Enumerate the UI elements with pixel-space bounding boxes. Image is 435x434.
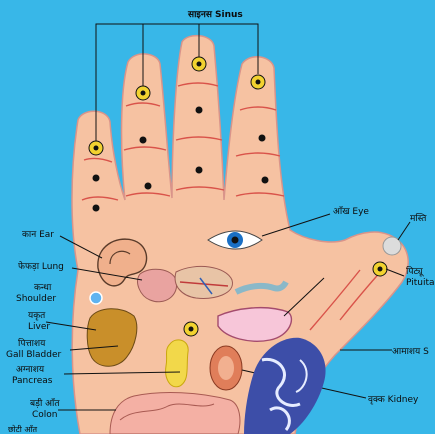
liver-icon (86, 308, 138, 367)
sun-icon (191, 56, 207, 72)
colon-label-hi: बड़ी आँत (30, 397, 60, 409)
ear-label: कान Ear (22, 230, 54, 240)
shoulder-icon (89, 291, 103, 305)
pituitary-label-en: Pituitar (406, 278, 435, 288)
lung-label: फेफड़ा Lung (18, 260, 64, 272)
sun-icon (250, 74, 266, 90)
gall-label-hi: पित्ताशय (18, 337, 46, 349)
gall-label-en: Gall Bladder (6, 350, 62, 360)
ear-leader (59, 235, 103, 259)
stomach-leader-1 (283, 277, 325, 317)
shoulder-label-hi: कन्धा (34, 283, 52, 293)
pancreas-leader (63, 371, 181, 375)
reflex-dots (92, 106, 269, 212)
stomach-icon (217, 307, 293, 342)
lung-leader (71, 267, 143, 281)
sun-icon (372, 261, 388, 277)
pancreas-icon (165, 339, 189, 388)
kidney-label: वृक्क Kidney (368, 395, 419, 405)
liver-label-en: Liver (28, 322, 50, 332)
brain-icon (382, 236, 402, 256)
lung-icon (137, 266, 233, 303)
sun-icon (183, 321, 199, 337)
sun-icon (88, 140, 104, 156)
small-intestine-label: छोटी आँत (8, 424, 38, 434)
liver-label-hi: यकृत (28, 311, 46, 321)
colon-label-en: Colon (32, 410, 58, 420)
sinus-label: साइनस Sinus (187, 10, 243, 20)
eye-icon (207, 230, 263, 250)
kidney-icon (209, 345, 243, 391)
sinus-leader-lines (95, 23, 259, 142)
brain-label: मस्ति (410, 212, 427, 224)
intestine-icon (234, 280, 289, 295)
marble-region (244, 337, 326, 434)
finger-creases (81, 82, 385, 331)
sun-icon (135, 85, 151, 101)
pancreas-label-hi: अग्नाशय (16, 365, 45, 375)
gall-leader (69, 345, 119, 351)
liver-leader (45, 321, 97, 331)
eye-leader (261, 213, 331, 237)
stomach-label: आमाशय S (392, 347, 429, 357)
colon-icon (109, 392, 241, 434)
pituitary-leader (385, 268, 405, 277)
shoulder-label-en: Shoulder (16, 294, 56, 304)
pancreas-label-en: Pancreas (12, 376, 53, 386)
pituitary-label-hi: पिट्यू (406, 265, 425, 277)
brain-leader (397, 221, 411, 241)
eye-label: आँख Eye (333, 205, 369, 217)
sinus-points (88, 56, 266, 156)
